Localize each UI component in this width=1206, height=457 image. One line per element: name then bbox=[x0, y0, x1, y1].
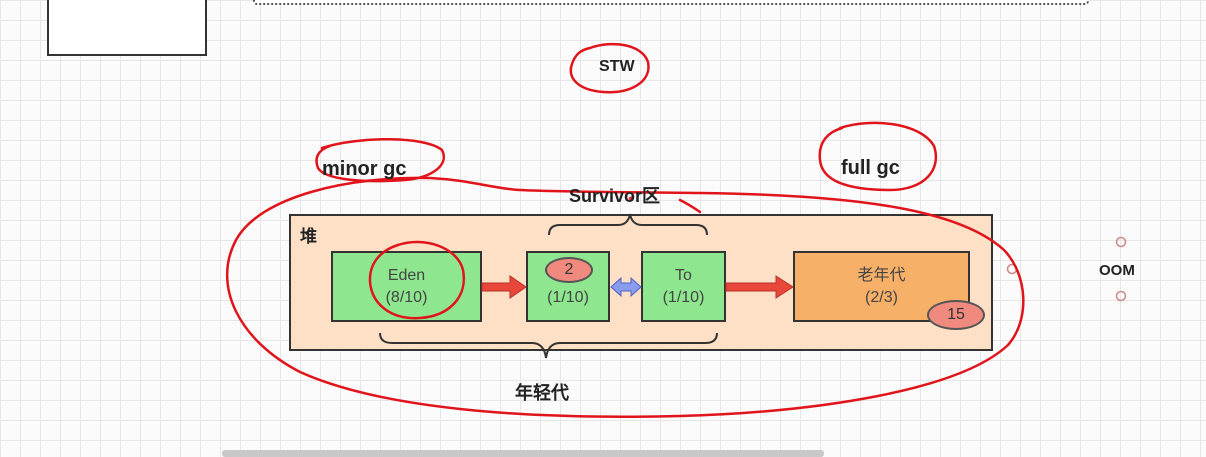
to-survivor-box: To (1/10) bbox=[641, 251, 726, 322]
minor-gc-circle bbox=[315, 138, 445, 183]
arrow-eden-to-from bbox=[481, 275, 527, 299]
age-badge-2: 2 bbox=[545, 257, 593, 283]
full-gc-label: full gc bbox=[841, 157, 900, 179]
stw-circle bbox=[569, 42, 650, 94]
age-badge-15: 15 bbox=[927, 300, 985, 330]
heap-label: 堆 bbox=[300, 227, 317, 246]
to-name: To bbox=[675, 266, 692, 284]
arrow-to-to-old bbox=[725, 275, 794, 299]
old-gen-ratio: (2/3) bbox=[865, 288, 898, 306]
young-gen-label: 年轻代 bbox=[515, 383, 569, 403]
swap-double-arrow bbox=[610, 276, 642, 298]
old-gen-arc bbox=[678, 198, 702, 214]
eden-name: Eden bbox=[387, 266, 426, 284]
minor-gc-label: minor gc bbox=[322, 158, 407, 180]
old-gen-name: 老年代 bbox=[857, 266, 906, 284]
eden-ratio: (8/10) bbox=[385, 288, 428, 306]
horizontal-scrollbar[interactable] bbox=[222, 450, 824, 457]
to-ratio: (1/10) bbox=[662, 288, 705, 306]
young-gen-brace bbox=[379, 332, 718, 359]
eden-circle bbox=[368, 240, 466, 320]
top-dotted-box bbox=[253, 0, 1089, 5]
eden-box: Eden (8/10) bbox=[331, 251, 482, 322]
oom-dot-top bbox=[1115, 236, 1127, 248]
young-area-big-ellipse bbox=[226, 176, 1025, 418]
oom-label: OOM bbox=[1099, 262, 1135, 279]
top-left-box bbox=[47, 0, 207, 56]
stw-label: STW bbox=[599, 58, 635, 75]
full-gc-circle bbox=[818, 121, 938, 192]
from-ratio: (1/10) bbox=[547, 288, 589, 306]
oom-dot-bottom bbox=[1115, 290, 1127, 302]
survivor-label: Survivor区 bbox=[569, 186, 661, 206]
survivor-brace bbox=[548, 213, 708, 236]
